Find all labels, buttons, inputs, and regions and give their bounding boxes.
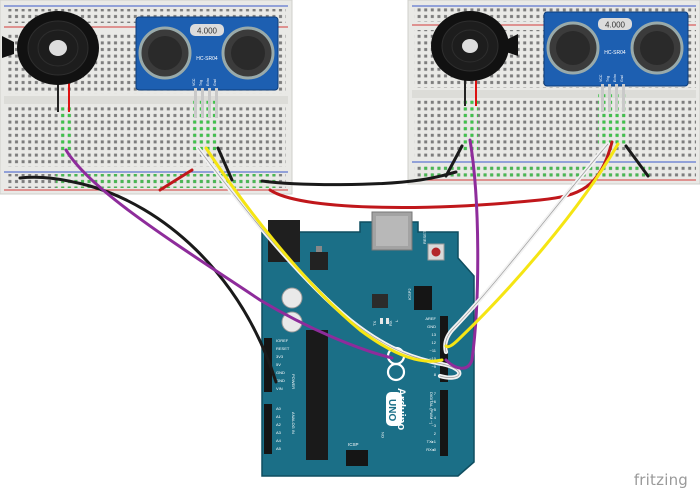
pin-label-11: ~11	[430, 348, 437, 353]
left-pin-label-gnd: Gnd	[213, 79, 217, 86]
pin-label-2: 2	[434, 431, 437, 436]
reset-label: RESET	[422, 230, 427, 244]
pin-label-a4: A4	[276, 438, 282, 443]
pin-label-gnd-d: GND	[427, 324, 436, 329]
svg-text:UNO: UNO	[386, 399, 397, 421]
right-pin-label-trig: Trig	[606, 76, 610, 82]
wire-black-left-gnd-jumper[interactable]	[216, 146, 234, 182]
pin-label-7: 7	[434, 391, 437, 396]
icsp2-label: ICSP2	[407, 288, 412, 300]
wire-yellow-right-echo[interactable]	[444, 142, 620, 349]
right-pin-label-vcc: VCC	[599, 74, 603, 82]
left-pin-label-trig: Trig	[199, 80, 203, 86]
wire-white-right-trig-outline	[444, 143, 609, 353]
wire-white-left-trig-outline	[197, 147, 460, 378]
pin-label-a2: A2	[276, 422, 282, 427]
analog-pin-labels: A0 A1 A2 A3 A4 A5	[276, 406, 282, 451]
wire-black-left-gnd[interactable]	[18, 175, 278, 384]
on-label: ON	[380, 432, 385, 438]
wires	[18, 138, 650, 384]
power-header	[264, 338, 272, 392]
pin-label-a1: A1	[276, 414, 282, 419]
pin-label-gnd1: GND	[276, 370, 285, 375]
pin-label-3: ~3	[431, 423, 436, 428]
wire-purple-right-buzzer[interactable]	[444, 138, 480, 370]
pin-label-1: TX▸1	[427, 439, 437, 444]
right-buzzer	[431, 11, 518, 106]
right-sensor-pins	[601, 84, 625, 112]
pin-label-ioref: IOREF	[276, 338, 289, 343]
analog-header	[264, 404, 272, 454]
right-sensor-model: HC-SR04	[604, 50, 626, 56]
left-pin-label-vcc: VCC	[192, 78, 196, 86]
pin-label-reset: RESET	[276, 346, 290, 351]
right-sensor-display: 4.000	[605, 21, 626, 30]
capacitor-1	[281, 287, 303, 309]
atmega-chip	[306, 330, 328, 460]
pin-label-6: ~6	[431, 399, 436, 404]
pin-label-a5: A5	[276, 446, 282, 451]
digital-header-label: DIGITAL (PWM ~)	[429, 392, 434, 425]
uno-badge: UNO	[386, 392, 402, 426]
pin-label-0: RX◂0	[426, 447, 437, 452]
left-sensor-display: 4.000	[197, 27, 218, 36]
pin-label-a3: A3	[276, 430, 282, 435]
pin-label-a0: A0	[276, 406, 282, 411]
wire-red-left-vcc-jumper[interactable]	[158, 168, 194, 192]
digital-pin-labels: AREF GND 13 12 ~11 ~10 ~9 8 7 ~6 ~5 4 ~3…	[425, 316, 436, 452]
power-pin-labels: IOREF RESET 3V3 5V GND GND VIN	[276, 338, 290, 391]
right-pin-label-gnd: Gnd	[620, 75, 624, 82]
right-pin-label-echo: Echo	[613, 74, 617, 82]
pin-label-vin: VIN	[276, 386, 283, 391]
pin-label-12: 12	[432, 340, 437, 345]
wire-black-right-gnd-jumper[interactable]	[624, 144, 650, 178]
wire-yellow-left-echo[interactable]	[204, 146, 444, 363]
l-label: L	[394, 319, 399, 322]
wire-purple-left-buzzer[interactable]	[64, 148, 394, 360]
icsp-header	[346, 450, 368, 466]
arduino-uno-board: RESET ICSP2 ICSP TX RX L ON Arduino UNO	[261, 211, 475, 477]
pin-label-4: 4	[434, 415, 437, 420]
left-pin-label-echo: Echo	[206, 78, 210, 86]
pin-label-13: 13	[432, 332, 437, 337]
left-ultrasonic-sensor: 4.000 HC-SR04 VCC Trig Echo Gnd	[135, 16, 279, 118]
digital-header-bottom	[440, 390, 448, 456]
pin-label-aref: AREF	[425, 316, 436, 321]
icsp-label: ICSP	[348, 442, 359, 447]
analog-header-label: ANALOG IN	[291, 412, 296, 434]
pin-label-3v3: 3V3	[276, 354, 284, 359]
icsp2-header	[414, 286, 432, 310]
rx-label: RX	[388, 320, 393, 326]
left-sensor-model: HC-SR04	[196, 56, 218, 62]
pin-label-10: ~10	[429, 356, 437, 361]
pin-label-gnd2: GND	[276, 378, 285, 383]
fritzing-watermark: fritzing	[633, 471, 688, 489]
pin-label-5: ~5	[431, 407, 436, 412]
right-ultrasonic-sensor: 4.000 HC-SR04 VCC Trig Echo Gnd	[543, 11, 689, 112]
pin-label-9: ~9	[431, 364, 436, 369]
pin-label-5v: 5V	[276, 362, 281, 367]
power-header-label: POWER	[291, 374, 296, 389]
pin-label-8: 8	[434, 372, 437, 377]
wire-black-right-buzzer-jumper[interactable]	[444, 144, 464, 178]
left-buzzer	[2, 11, 99, 112]
tx-label: TX	[372, 321, 377, 326]
left-sensor-pins	[194, 88, 218, 118]
